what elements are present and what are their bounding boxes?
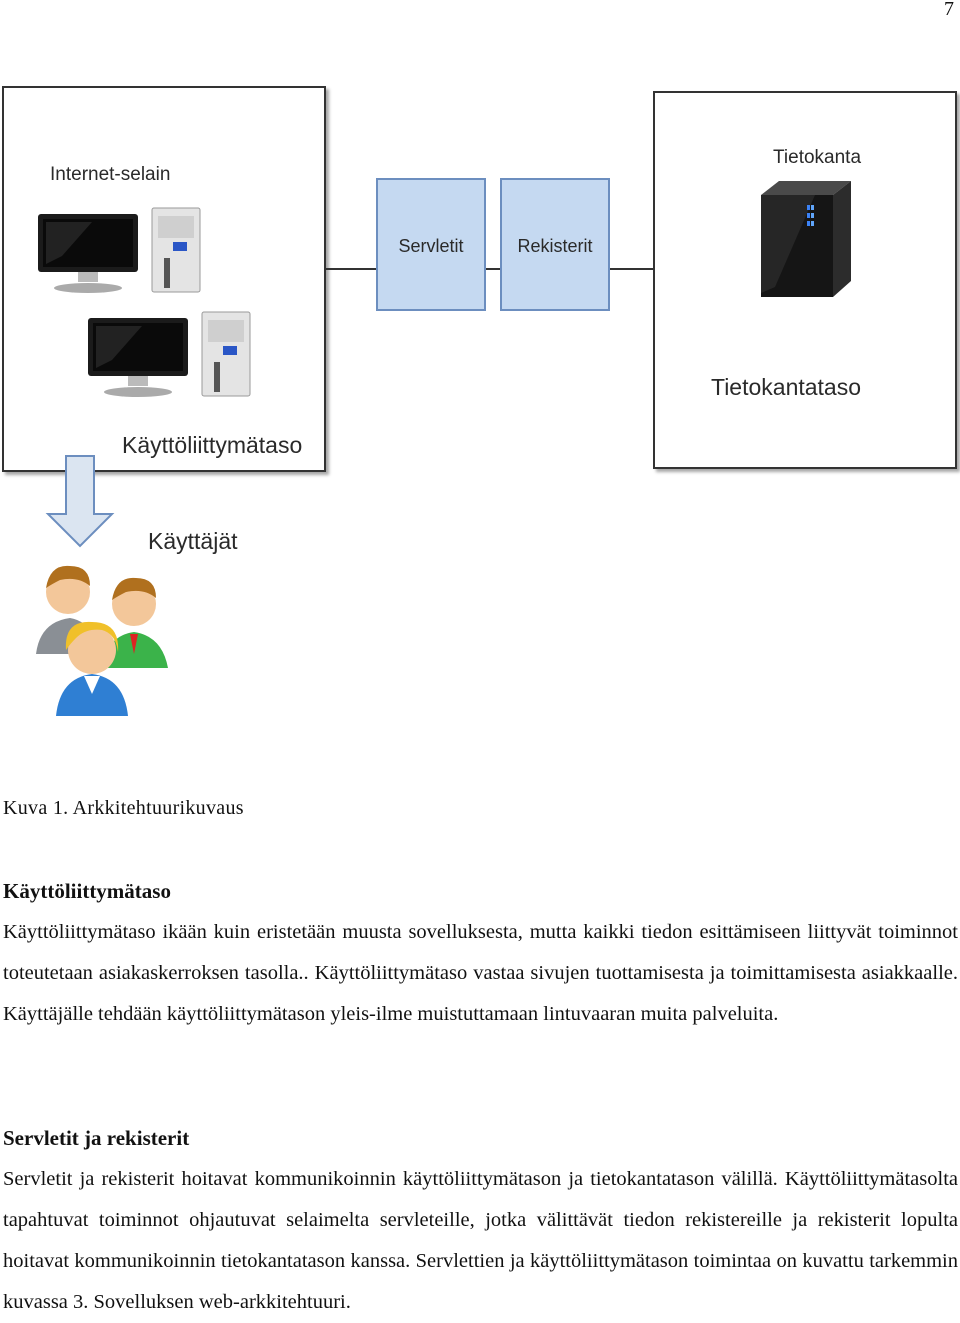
page-number: 7 [944,0,954,20]
section-body-ui-tier: Käyttöliittymätaso ikään kuin eristetään… [3,921,958,1025]
connector-line [609,268,655,270]
section-heading-ui-tier: Käyttöliittymätaso [3,879,171,903]
connector-line [324,268,376,270]
ui-tier-label: Käyttöliittymätaso [122,432,303,458]
database-server-icon [761,181,851,297]
section-body-servlets: Servletit ja rekisterit hoitavat kommuni… [3,1168,958,1313]
users-icon [36,565,168,716]
db-tier-box: Tietokanta Tietokantataso [653,91,957,469]
section-heading-servlets: Servletit ja rekisterit [3,1126,190,1150]
servlets-label: Servletit [398,236,464,256]
browser-label: Internet-selain [50,164,171,185]
computer-icon [38,207,201,293]
architecture-diagram: Internet-selain Käyttöliittymätaso [2,86,957,716]
servlets-box: Servletit [376,178,486,311]
arrow-down-icon [45,455,115,548]
computer-icon [88,311,251,397]
figure-caption: Kuva 1. Arkkitehtuurikuvaus [3,797,244,819]
db-label: Tietokanta [773,147,862,168]
ui-tier-box: Internet-selain Käyttöliittymätaso [2,86,326,472]
connector-line [468,268,526,270]
registers-label: Rekisterit [517,236,593,256]
db-tier-label: Tietokantataso [711,374,862,400]
users-label: Käyttäjät [148,528,238,554]
registers-box: Rekisterit [500,178,610,311]
